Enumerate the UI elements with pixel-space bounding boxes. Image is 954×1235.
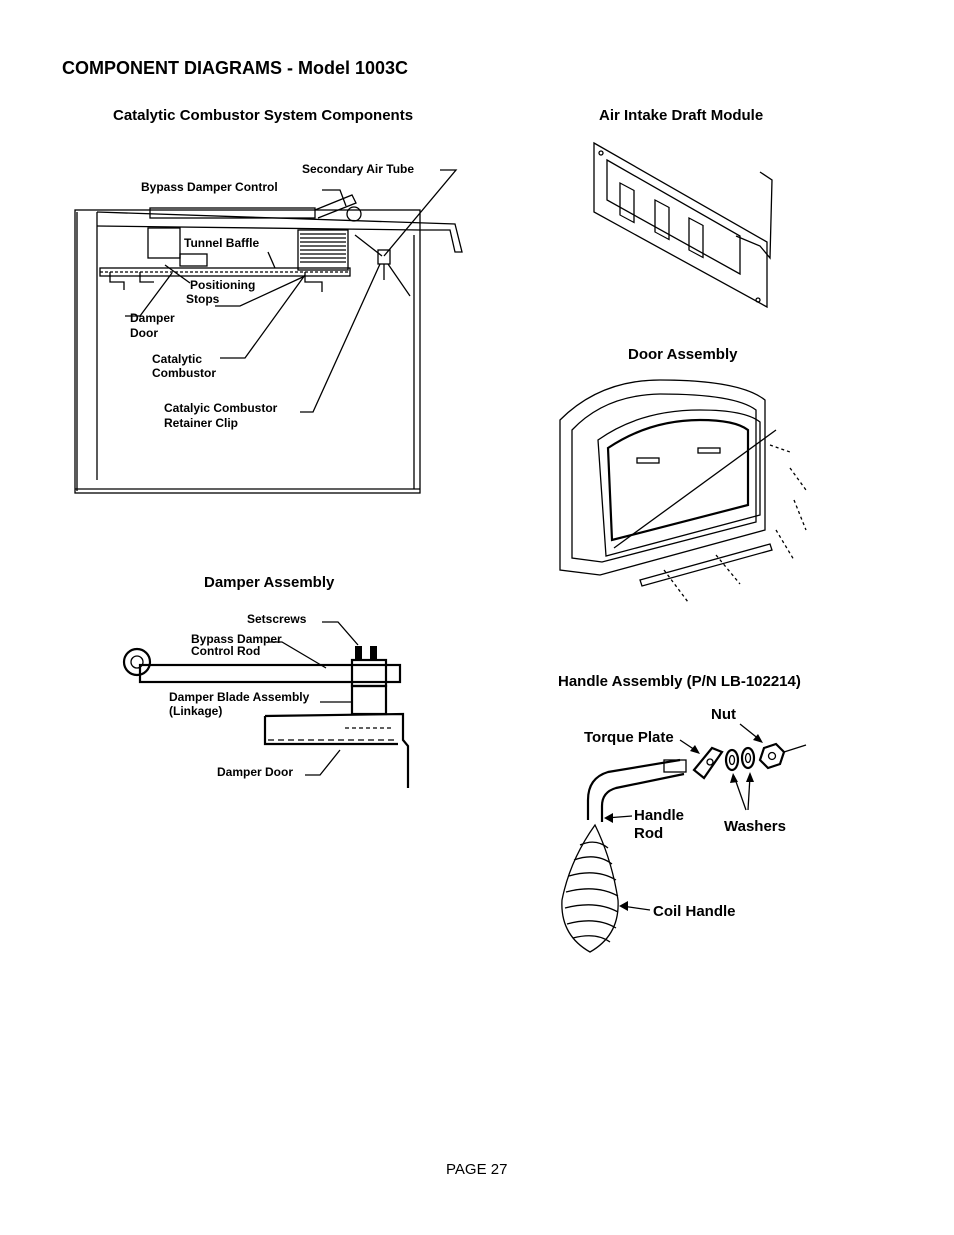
page-title: COMPONENT DIAGRAMS - Model 1003C (62, 58, 409, 78)
label-bypass-rod-line1: Bypass Damper (191, 632, 282, 646)
label-washers: Washers (724, 818, 786, 835)
air-intake-heading: Air Intake Draft Module (599, 107, 764, 124)
catalytic-heading: Catalytic Combustor System Components (113, 107, 414, 124)
handle-heading: Handle Assembly (P/N LB-102214) (558, 673, 801, 690)
label-torque-plate: Torque Plate (584, 729, 674, 746)
label-retainer-clip-line2: Retainer Clip (164, 416, 239, 430)
label-damper: Damper (130, 311, 175, 325)
label-bypass-rod-line2: Control Rod (191, 644, 261, 658)
door-screws (663, 444, 807, 603)
label-blade-assembly-line2: (Linkage) (169, 704, 223, 718)
label-rod: Rod (634, 825, 664, 842)
label-blade-assembly-line1: Damper Blade Assembly (169, 690, 310, 704)
label-stops: Stops (186, 292, 220, 306)
label-handle: Handle (634, 807, 685, 824)
combustor-hatch (300, 233, 346, 263)
label-secondary-air-tube: Secondary Air Tube (302, 162, 415, 176)
label-positioning: Positioning (190, 278, 256, 292)
label-tunnel-baffle: Tunnel Baffle (184, 236, 260, 250)
stove-body (74, 209, 421, 494)
label-catalytic: Catalytic (152, 352, 203, 366)
damper-heading: Damper Assembly (204, 574, 335, 591)
coil-handle-drawing (561, 823, 619, 953)
label-setscrews: Setscrews (247, 612, 307, 626)
label-retainer-clip-line1: Catalyic Combustor (164, 401, 278, 415)
label-coil-handle: Coil Handle (653, 903, 736, 920)
door-heading: Door Assembly (628, 346, 738, 363)
label-nut: Nut (711, 706, 736, 723)
label-damper-door: Damper Door (217, 765, 294, 779)
label-bypass-damper-control: Bypass Damper Control (141, 180, 278, 194)
label-door: Door (130, 326, 158, 340)
label-combustor: Combustor (152, 366, 216, 380)
page-number: PAGE 27 (446, 1161, 508, 1178)
